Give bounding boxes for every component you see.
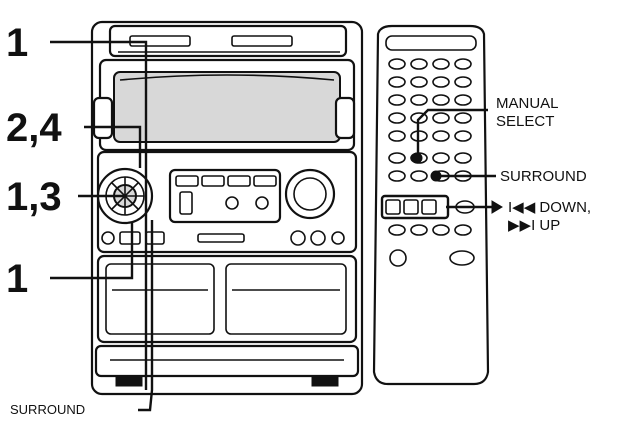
base-plinth bbox=[94, 344, 360, 378]
remote-body bbox=[372, 24, 490, 386]
label-surround-remote: SURROUND bbox=[500, 168, 587, 185]
lower-body bbox=[96, 254, 358, 344]
left-side-knob bbox=[92, 96, 114, 140]
display-window bbox=[113, 71, 341, 143]
label-manual-select-1: MANUAL bbox=[496, 95, 559, 112]
callout-step-1-top: 1 bbox=[6, 21, 28, 65]
label-up: ▶▶I UP bbox=[508, 217, 560, 234]
volume-knob-outer bbox=[284, 168, 336, 220]
leader-lines bbox=[50, 40, 503, 412]
deck-right bbox=[225, 263, 347, 335]
callout-step-2-4: 2,4 bbox=[6, 106, 62, 150]
surround-remote-button bbox=[430, 170, 442, 182]
right-side-knob bbox=[334, 96, 356, 140]
remote-control bbox=[372, 24, 490, 386]
volume-knob-inner bbox=[293, 177, 327, 211]
deck-left bbox=[105, 263, 215, 335]
label-down: I◀◀ DOWN, bbox=[508, 199, 591, 216]
main-unit bbox=[90, 20, 364, 396]
cd-slot-right bbox=[231, 35, 293, 47]
label-manual-select-2: SELECT bbox=[496, 113, 554, 130]
label-surround-unit: SURROUND bbox=[10, 402, 85, 417]
callout-step-1-3: 1,3 bbox=[6, 175, 62, 219]
callout-step-1-bottom: 1 bbox=[6, 257, 28, 301]
